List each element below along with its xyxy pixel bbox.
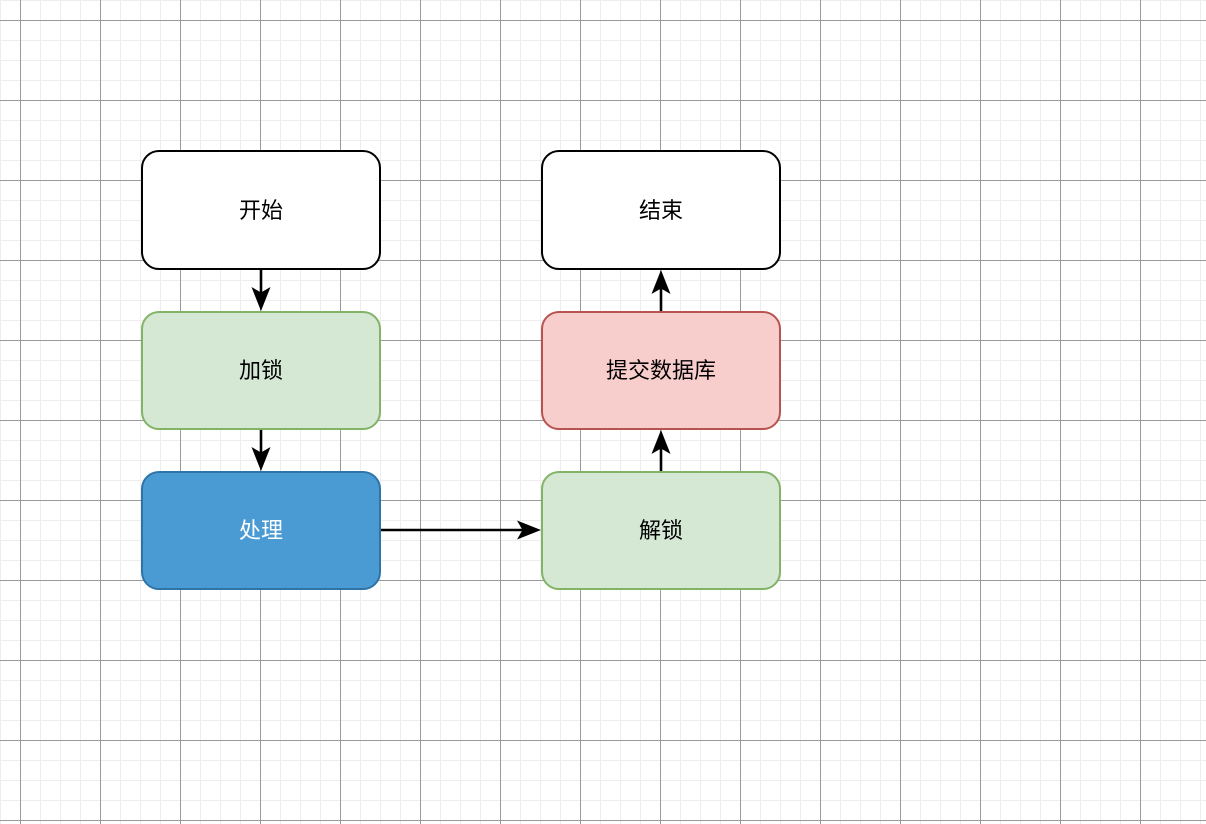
- node-end-shape[interactable]: [541, 150, 781, 270]
- edge-layer: [251, 270, 671, 540]
- edge-process-to-unlock[interactable]: [381, 520, 541, 540]
- edge-start-to-lock[interactable]: [251, 270, 271, 311]
- node-commit-db-shape[interactable]: [541, 311, 781, 430]
- node-lock[interactable]: 加锁: [141, 311, 381, 430]
- node-process[interactable]: 处理: [141, 471, 381, 590]
- node-commit-db[interactable]: 提交数据库: [541, 311, 781, 430]
- node-process-shape[interactable]: [141, 471, 381, 590]
- node-lock-shape[interactable]: [141, 311, 381, 430]
- edge-lock-to-process[interactable]: [251, 430, 271, 471]
- node-unlock[interactable]: 解锁: [541, 471, 781, 590]
- node-start[interactable]: 开始: [141, 150, 381, 270]
- node-process-label: 处理: [239, 519, 283, 544]
- node-start-shape[interactable]: [141, 150, 381, 270]
- node-layer: 开始 加锁 处理 结束 提交数据库: [141, 150, 781, 590]
- edge-commit-db-to-end[interactable]: [651, 270, 671, 311]
- node-end[interactable]: 结束: [541, 150, 781, 270]
- node-end-label: 结束: [639, 199, 683, 224]
- node-lock-label: 加锁: [239, 359, 283, 384]
- edge-unlock-to-commit-db[interactable]: [651, 430, 671, 471]
- node-unlock-label: 解锁: [639, 519, 683, 544]
- node-unlock-shape[interactable]: [541, 471, 781, 590]
- node-commit-db-label: 提交数据库: [606, 359, 716, 384]
- node-start-label: 开始: [239, 199, 283, 224]
